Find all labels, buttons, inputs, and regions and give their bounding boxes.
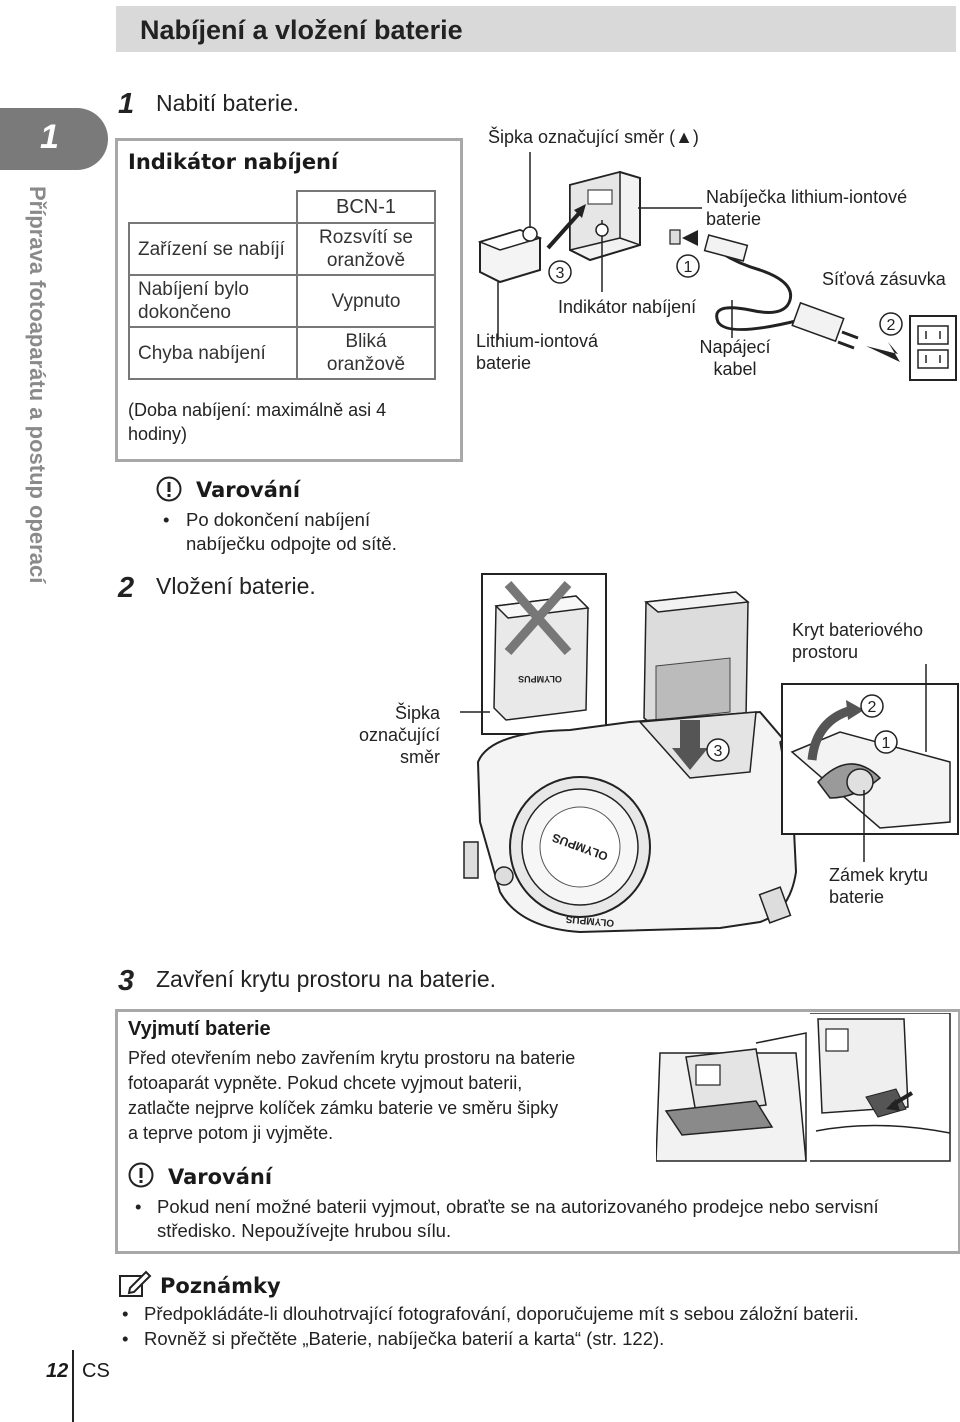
indicator-table: BCN-1 Zařízení se nabíjí Rozsvítí se ora… xyxy=(128,190,436,380)
table-header-row: BCN-1 xyxy=(129,190,436,224)
table-row: Nabíjení bylo dokončeno Vypnuto xyxy=(128,274,436,328)
note-item: Předpokládáte-li dlouhotrvající fotograf… xyxy=(144,1303,859,1324)
charging-time-note: (Doba nabíjení: maximálně asi 4 hodiny) xyxy=(128,400,387,444)
outlet-label: Síťová zásuvka xyxy=(822,269,946,289)
bullet-dot: • xyxy=(122,1328,129,1349)
bullet-dot: • xyxy=(122,1303,129,1324)
language-code: CS xyxy=(82,1360,110,1382)
page-header: Nabíjení a vložení baterie xyxy=(116,6,956,52)
chapter-title-vertical: Příprava fotoaparátu a postup operací xyxy=(24,186,64,666)
step-3-text: Zavření krytu prostoru na baterie. xyxy=(156,966,497,992)
charger-illustration xyxy=(569,170,681,262)
cover-label: Kryt bateriového prostoru xyxy=(792,620,924,662)
step-1-number: 1 xyxy=(118,88,135,120)
battery-label: Lithium-iontová baterie xyxy=(476,331,599,373)
camera-diagram: OLYMPUS OLYMPUS OLYMPUS 3 xyxy=(440,572,960,962)
camera-step-3: 3 xyxy=(714,743,723,760)
step-2-number: 2 xyxy=(118,572,135,604)
page-title: Nabíjení a vložení baterie xyxy=(140,15,463,45)
charger-step-3: 3 xyxy=(556,265,565,282)
table-row: Chyba nabíjení Bliká oranžově xyxy=(128,326,436,380)
bullet-dot: • xyxy=(163,509,170,530)
table-row: Zařízení se nabíjí Rozsvítí se oranžově xyxy=(128,222,436,276)
charger-label: Nabíječka lithium-iontové baterie xyxy=(706,187,908,229)
battery-removal-box xyxy=(115,1009,960,1254)
exclamation-icon xyxy=(156,476,182,502)
page-number: 12 xyxy=(46,1360,69,1382)
warning-2-item: Pokud není možné baterii vyjmout, obraťt… xyxy=(157,1196,879,1241)
bullet-dot: • xyxy=(135,1196,142,1217)
arrow-direction-label: Šipka označující směr (▲) xyxy=(488,127,699,147)
camera-arrow-label: Šipka označující směr xyxy=(358,703,440,767)
cover-step-2: 2 xyxy=(868,699,877,716)
warning-1-title: Varování xyxy=(196,478,301,502)
exclamation-icon xyxy=(128,1162,154,1188)
battery-illustration xyxy=(477,226,543,284)
note-item: Rovněž si přečtěte „Baterie, nabíječka b… xyxy=(144,1328,665,1349)
state-cell: Zařízení se nabíjí xyxy=(128,222,298,276)
cable-label: Napájecí kabel xyxy=(699,337,771,379)
indicator-box-title: Indikátor nabíjení xyxy=(128,150,339,174)
step-1-text: Nabití baterie. xyxy=(156,90,300,116)
warning-1-item: Po dokončení nabíjení nabíječku odpojte … xyxy=(186,509,397,554)
outlet-illustration xyxy=(909,315,957,381)
cover-step-1: 1 xyxy=(882,735,891,752)
step-3-number: 3 xyxy=(118,965,135,997)
removal-title: Vyjmutí baterie xyxy=(128,1018,271,1040)
bottom-brand: OLYMPUS xyxy=(565,913,615,928)
removal-illustration xyxy=(655,1012,952,1163)
footer-divider xyxy=(72,1350,74,1422)
warning-2-title: Varování xyxy=(168,1165,273,1189)
charger-step-1: 1 xyxy=(684,259,693,276)
step-2-text: Vložení baterie. xyxy=(156,573,316,599)
notes-title: Poznámky xyxy=(160,1274,281,1298)
removal-text: Před otevřením nebo zavřením krytu prost… xyxy=(128,1048,576,1143)
indicator-cell: Bliká oranžově xyxy=(296,326,436,380)
indicator-cell: Vypnuto xyxy=(296,274,436,328)
chapter-title: Příprava fotoaparátu a postup operací xyxy=(25,186,50,584)
indicator-cell: Rozsvítí se oranžově xyxy=(296,222,436,276)
charger-diagram: 3 1 2 xyxy=(470,150,960,430)
charging-indicator-box xyxy=(115,138,463,462)
charger-step-2: 2 xyxy=(887,317,896,334)
model-header: BCN-1 xyxy=(296,190,436,224)
state-cell: Chyba nabíjení xyxy=(128,326,298,380)
state-cell: Nabíjení bylo dokončeno xyxy=(128,274,298,328)
lock-label: Zámek krytu baterie xyxy=(829,865,929,907)
charge-indicator-label: Indikátor nabíjení xyxy=(558,297,697,317)
pencil-note-icon xyxy=(118,1270,152,1298)
chapter-number: 1 xyxy=(40,118,59,156)
camera-body-illustration: OLYMPUS OLYMPUS xyxy=(463,710,815,934)
inset-brand: OLYMPUS xyxy=(518,674,562,684)
chapter-tab: 1 xyxy=(0,108,108,170)
